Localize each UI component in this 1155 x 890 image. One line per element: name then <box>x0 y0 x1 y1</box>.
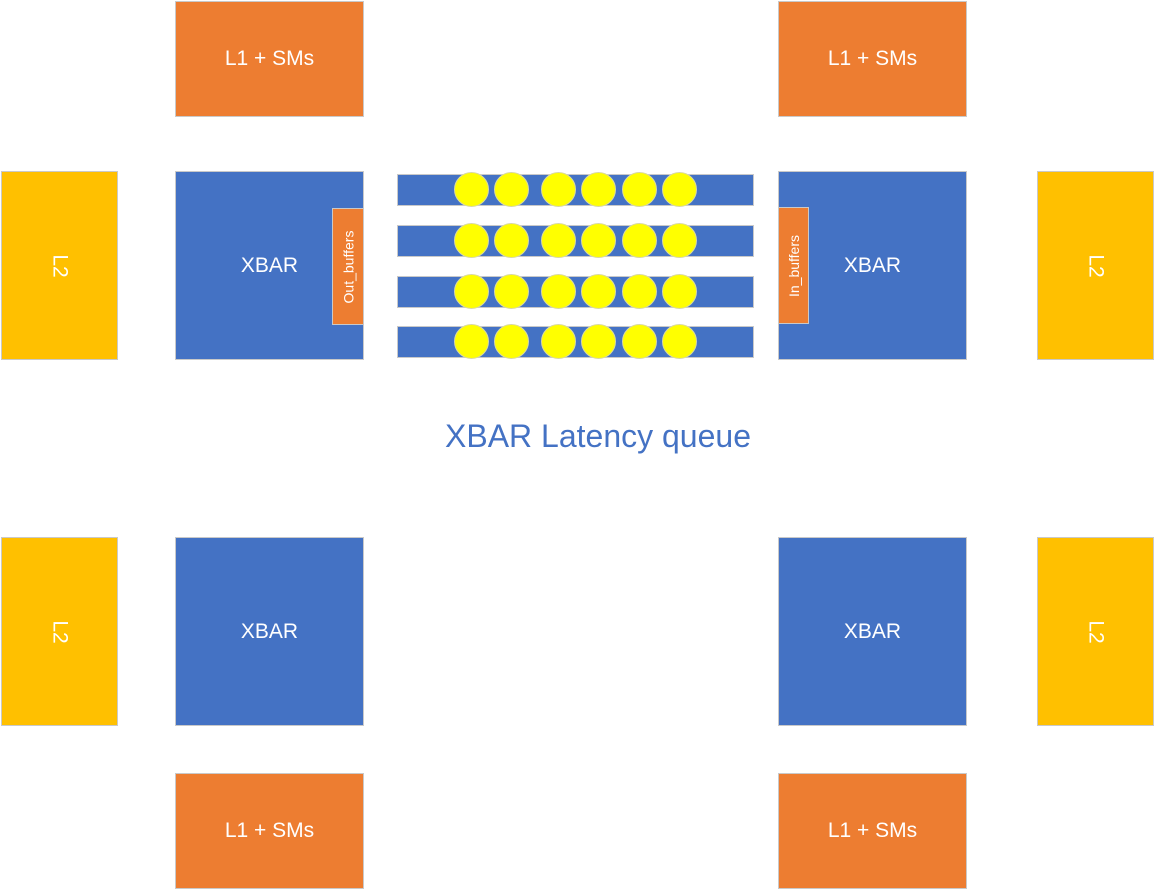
packet-circle <box>662 324 697 359</box>
l2-label: L2 <box>48 253 72 278</box>
packet-circle <box>494 324 529 359</box>
xbar-label: XBAR <box>240 253 299 277</box>
in-buffers: In_buffers <box>778 207 809 324</box>
packet-circle <box>662 172 697 207</box>
packet-circle <box>454 324 489 359</box>
xbar-label: XBAR <box>240 619 299 643</box>
packet-circle <box>541 324 576 359</box>
queue-lane <box>397 172 754 207</box>
diagram-title: XBAR Latency queue <box>445 418 751 454</box>
out-buffers-label: Out_buffers <box>340 230 356 303</box>
xbar-label: XBAR <box>843 253 902 277</box>
l1-sms-label: L1 + SMs <box>827 819 918 842</box>
queue-lane <box>397 223 754 258</box>
packet-circle <box>541 274 576 309</box>
in-buffers-label: In_buffers <box>785 234 802 297</box>
packet-circle <box>662 223 697 258</box>
xbar-block-bottom-left: XBAR <box>175 537 364 726</box>
l1-sms-label: L1 + SMs <box>224 819 315 842</box>
l2-label: L2 <box>1084 253 1108 278</box>
packet-circle <box>622 172 657 207</box>
packet-circle <box>454 172 489 207</box>
l2-block-top-left: L2 <box>1 171 118 360</box>
l1-sms-block-top-right: L1 + SMs <box>778 1 967 117</box>
packet-circle <box>662 274 697 309</box>
xbar-block-bottom-right: XBAR <box>778 537 967 726</box>
queue-lane <box>397 324 754 359</box>
xbar-label: XBAR <box>843 619 902 643</box>
packet-circle <box>622 274 657 309</box>
packet-circle <box>494 172 529 207</box>
packet-circle <box>581 172 616 207</box>
packet-circle <box>494 223 529 258</box>
packet-circle <box>622 223 657 258</box>
l2-block-bottom-right: L2 <box>1037 537 1154 726</box>
l1-sms-label: L1 + SMs <box>827 47 918 70</box>
packet-circle <box>541 223 576 258</box>
packet-circle <box>541 172 576 207</box>
packet-circle <box>581 324 616 359</box>
l2-label: L2 <box>1084 619 1108 644</box>
packet-circle <box>622 324 657 359</box>
l1-sms-block-bottom-left: L1 + SMs <box>175 773 364 889</box>
packet-circle <box>581 274 616 309</box>
l1-sms-block-bottom-right: L1 + SMs <box>778 773 967 889</box>
l2-label: L2 <box>48 619 72 644</box>
l2-block-top-right: L2 <box>1037 171 1154 360</box>
l1-sms-label: L1 + SMs <box>224 47 315 70</box>
l1-sms-block-top-left: L1 + SMs <box>175 1 364 117</box>
packet-circle <box>454 223 489 258</box>
packet-circle <box>581 223 616 258</box>
packet-circle <box>454 274 489 309</box>
l2-block-bottom-left: L2 <box>1 537 118 726</box>
packet-circle <box>494 274 529 309</box>
out-buffers: Out_buffers <box>332 208 364 325</box>
queue-lane <box>397 274 754 309</box>
